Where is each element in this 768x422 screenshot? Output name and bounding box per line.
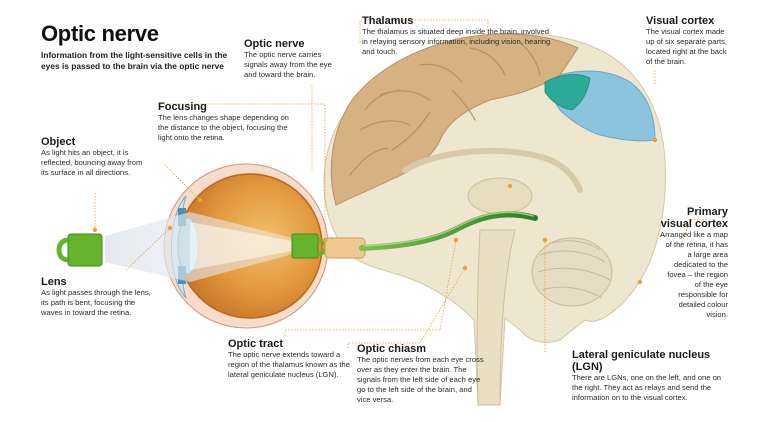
label-optic-tract: Optic tract The optic nerve extends towa…	[228, 338, 350, 380]
label-object: Object As light hits an object, it is re…	[41, 136, 149, 178]
cerebellum	[531, 237, 613, 307]
label-thalamus-heading: Thalamus	[362, 15, 414, 27]
label-optic-tract-text: The optic nerve extends toward a region …	[228, 350, 350, 379]
label-optic-chiasm-text: The optic nerves from each eye cross ove…	[357, 355, 484, 404]
optic-nerve-tube	[359, 211, 538, 251]
label-visual-cortex: Visual cortex The visual cortex made up …	[646, 15, 728, 67]
cerebellum-folds	[537, 240, 611, 299]
label-thalamus: Thalamus The thalamus is situated deep i…	[362, 15, 552, 57]
brainstem	[476, 229, 516, 406]
object-mug	[56, 233, 103, 267]
label-lens-heading: Lens	[41, 276, 67, 288]
label-object-heading: Object	[41, 136, 76, 148]
label-thalamus-text: The thalamus is situated deep inside the…	[362, 27, 551, 56]
cortex-folds	[349, 41, 541, 176]
label-lgn: Lateral geniculate nucleus (LGN) There a…	[572, 349, 728, 403]
leader-dots	[92, 137, 658, 285]
label-primary-visual-cortex-text: Arranged like a map of the retina, it ha…	[660, 230, 728, 319]
label-optic-nerve: Optic nerve The optic nerve carries sign…	[244, 38, 344, 80]
thalamus-region	[467, 177, 533, 215]
label-primary-visual-cortex-heading: Primary visual cortex	[660, 206, 728, 230]
label-focusing-text: The lens changes shape depending on the …	[158, 113, 289, 142]
label-optic-nerve-text: The optic nerve carries signals away fro…	[244, 50, 332, 79]
label-lens-text: As light passes through the lens, its pa…	[41, 288, 151, 317]
label-lgn-text: There are LGNs, one on the left, and one…	[572, 373, 722, 402]
primary-visual-cortex-region	[544, 74, 591, 111]
label-visual-cortex-text: The visual cortex made up of six separat…	[646, 27, 728, 66]
label-focusing: Focusing The lens changes shape dependin…	[158, 101, 298, 143]
optic-nerve-highlight	[363, 211, 534, 247]
page-title: Optic nerve	[41, 21, 159, 46]
label-lgn-heading: Lateral geniculate nucleus (LGN)	[572, 349, 711, 373]
page-subtitle: Information from the light-sensitive cel…	[41, 50, 228, 71]
corpus-callosum	[402, 147, 583, 193]
light-beam-focus	[190, 222, 298, 270]
label-optic-tract-heading: Optic tract	[228, 338, 284, 350]
label-lens: Lens As light passes through the lens, i…	[41, 276, 153, 318]
label-primary-visual-cortex: Primary visual cortex Arranged like a ma…	[660, 206, 728, 320]
leader-lines	[94, 19, 710, 352]
label-visual-cortex-heading: Visual cortex	[646, 15, 715, 27]
label-focusing-heading: Focusing	[158, 101, 207, 113]
label-optic-nerve-heading: Optic nerve	[244, 38, 305, 50]
label-optic-chiasm: Optic chiasm The optic nerves from each …	[357, 343, 487, 405]
label-object-text: As light hits an object, it is reflected…	[41, 148, 143, 177]
label-optic-chiasm-heading: Optic chiasm	[357, 343, 427, 355]
